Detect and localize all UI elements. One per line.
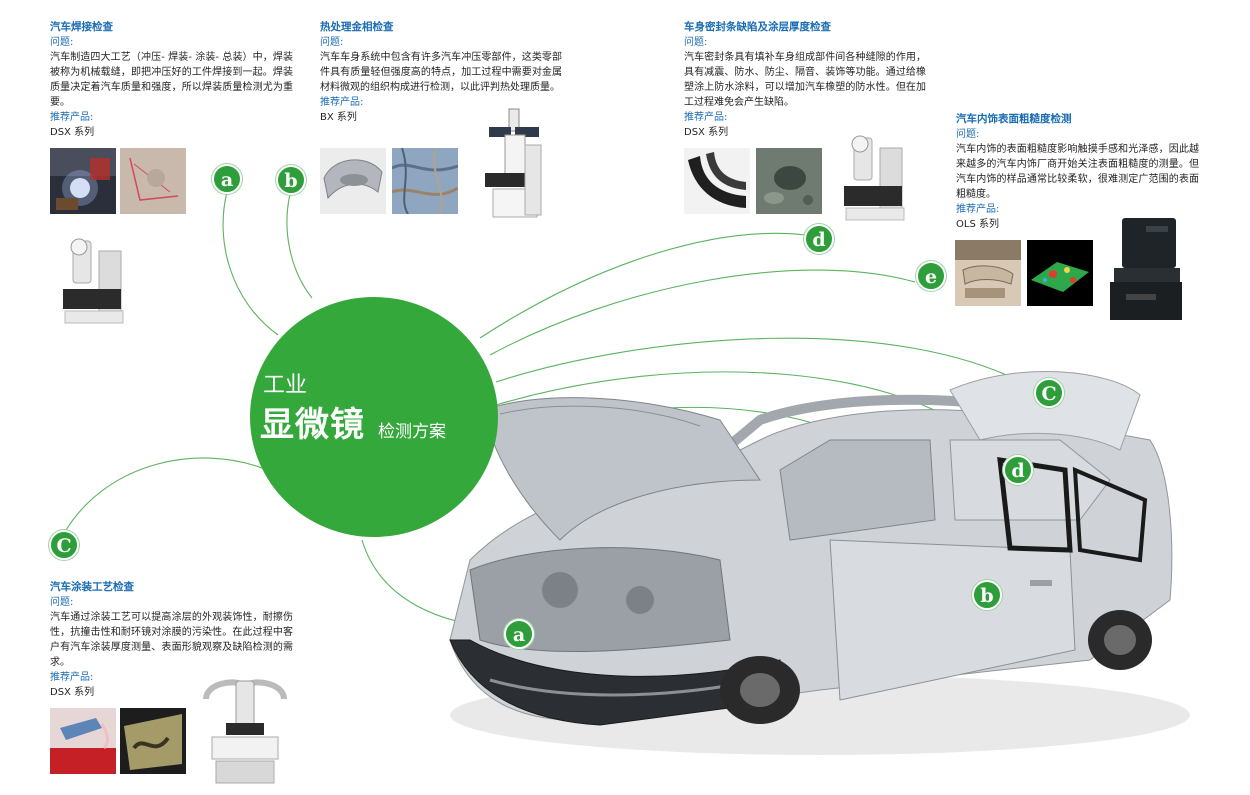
painting-body: 汽车通过涂装工艺可以提高涂层的外观装饰性，耐擦伤性，抗撞击性和耐环镜对涂膜的污染… [50,612,293,668]
painting-product: DSX 系列 [50,687,95,698]
coating-defect-photo-icon [120,708,186,774]
dsx-microscope-icon [203,679,287,784]
roughness-3d-map [1027,240,1093,306]
badge-c-right: C [1034,378,1064,408]
interior-problem-label: 问题: [956,129,980,140]
coating-surface-photo [756,148,822,214]
badge-b-right: b [972,580,1002,610]
car-part-photo-icon [320,148,386,214]
painting-problem-label: 问题: [50,597,74,608]
seal-product: DSX 系列 [684,127,729,138]
spray-paint-photo-icon [50,708,116,774]
badge-b-top: b [276,165,306,195]
seal-section: 车身密封条缺陷及涂层厚度检查 问题: 汽车密封条具有填补车身组成部件间各种缝隙的… [684,20,926,140]
interior-product-label: 推荐产品: [956,204,1000,215]
seal-strip-photo-icon [684,148,750,214]
dsx-microscope-icon [844,135,905,221]
badge-d-top: d [804,224,834,254]
interior-section: 汽车内饰表面粗糙度检测 问题: 汽车内饰的表面粗糙度影响触摸手感和光泽感，因此越… [956,112,1199,232]
roughness-3d-map-icon [1027,240,1093,306]
painting-product-label: 推荐产品: [50,672,94,683]
weld-photo [50,148,116,214]
seal-title: 车身密封条缺陷及涂层厚度检查 [684,21,831,33]
heat-product-label: 推荐产品: [320,97,364,108]
welding-title: 汽车焊接检查 [50,21,113,33]
micro-structure-photo-icon [392,148,458,214]
badge-e: e [916,261,946,291]
interior-product: OLS 系列 [956,219,999,230]
interior-door-photo-icon [955,240,1021,306]
dsx-microscope-3 [196,675,294,790]
dsx-microscope-1 [55,233,130,328]
hub-line3: 检测方案 [378,422,446,442]
ols-microscope [1106,212,1186,327]
seal-strip-photo [684,148,750,214]
dsx-microscope-icon [63,238,124,324]
heat-body: 汽车车身系统中包含有许多汽车冲压零部件，这类零部件具有质量轻但强度高的特点，加工… [320,52,562,93]
connector-c-right [495,337,1037,391]
connector-e [489,269,916,356]
weld-photo-icon [50,148,116,214]
coating-surface-photo-icon [756,148,822,214]
welding-section: 汽车焊接检查 问题: 汽车制造四大工艺（冲压- 焊装- 涂装- 总装）中，焊装被… [50,20,293,140]
hub-line1: 工业 [263,373,308,398]
ols-microscope-icon [1110,218,1182,320]
welding-body: 汽车制造四大工艺（冲压- 焊装- 涂装- 总装）中，焊装被称为机械载缝，即把冲压… [50,52,293,108]
connector-c-left [65,457,263,531]
metal-sample-photo [120,148,186,214]
interior-title: 汽车内饰表面粗糙度检测 [956,113,1072,125]
heat-title: 热处理金相检查 [320,21,394,33]
interior-door-photo [955,240,1021,306]
seal-product-label: 推荐产品: [684,112,728,123]
car-part-photo [320,148,386,214]
heat-product: BX 系列 [320,112,357,123]
badge-c-left: C [49,530,79,560]
heat-problem-label: 问题: [320,37,344,48]
connector-b-top [286,193,313,299]
micro-structure-photo [392,148,458,214]
badge-a-top: a [212,164,242,194]
badge-a-bottom: a [504,619,534,649]
seal-problem-label: 问题: [684,37,708,48]
welding-product-label: 推荐产品: [50,112,94,123]
bx-microscope [475,105,550,225]
connector-a-top [222,191,279,336]
hub-line2: 显微镜 [260,405,365,445]
metal-sample-photo-icon [120,148,186,214]
connector-d-top [479,232,807,339]
car-body-icon [449,371,1190,755]
painting-section: 汽车涂装工艺检查 问题: 汽车通过涂装工艺可以提高涂层的外观装饰性，耐擦伤性，抗… [50,580,293,700]
coating-defect-photo [120,708,186,774]
bx-microscope-icon [485,108,542,218]
welding-problem-label: 问题: [50,37,74,48]
badge-d-right: d [1003,455,1033,485]
welding-product: DSX 系列 [50,127,95,138]
heat-section: 热处理金相检查 问题: 汽车车身系统中包含有许多汽车冲压零部件，这类零部件具有质… [320,20,562,125]
spray-paint-photo [50,708,116,774]
seal-body: 汽车密封条具有填补车身组成部件间各种缝隙的作用，具有减震、防水、防尘、隔音、装饰… [684,52,926,108]
interior-body: 汽车内饰的表面粗糙度影响触摸手感和光泽感，因此越来越多的汽车内饰厂商开始关注表面… [956,144,1199,200]
dsx-microscope-2 [836,130,911,225]
hub-circle: 工业 显微镜 检测方案 [250,297,498,537]
painting-title: 汽车涂装工艺检查 [50,581,134,593]
